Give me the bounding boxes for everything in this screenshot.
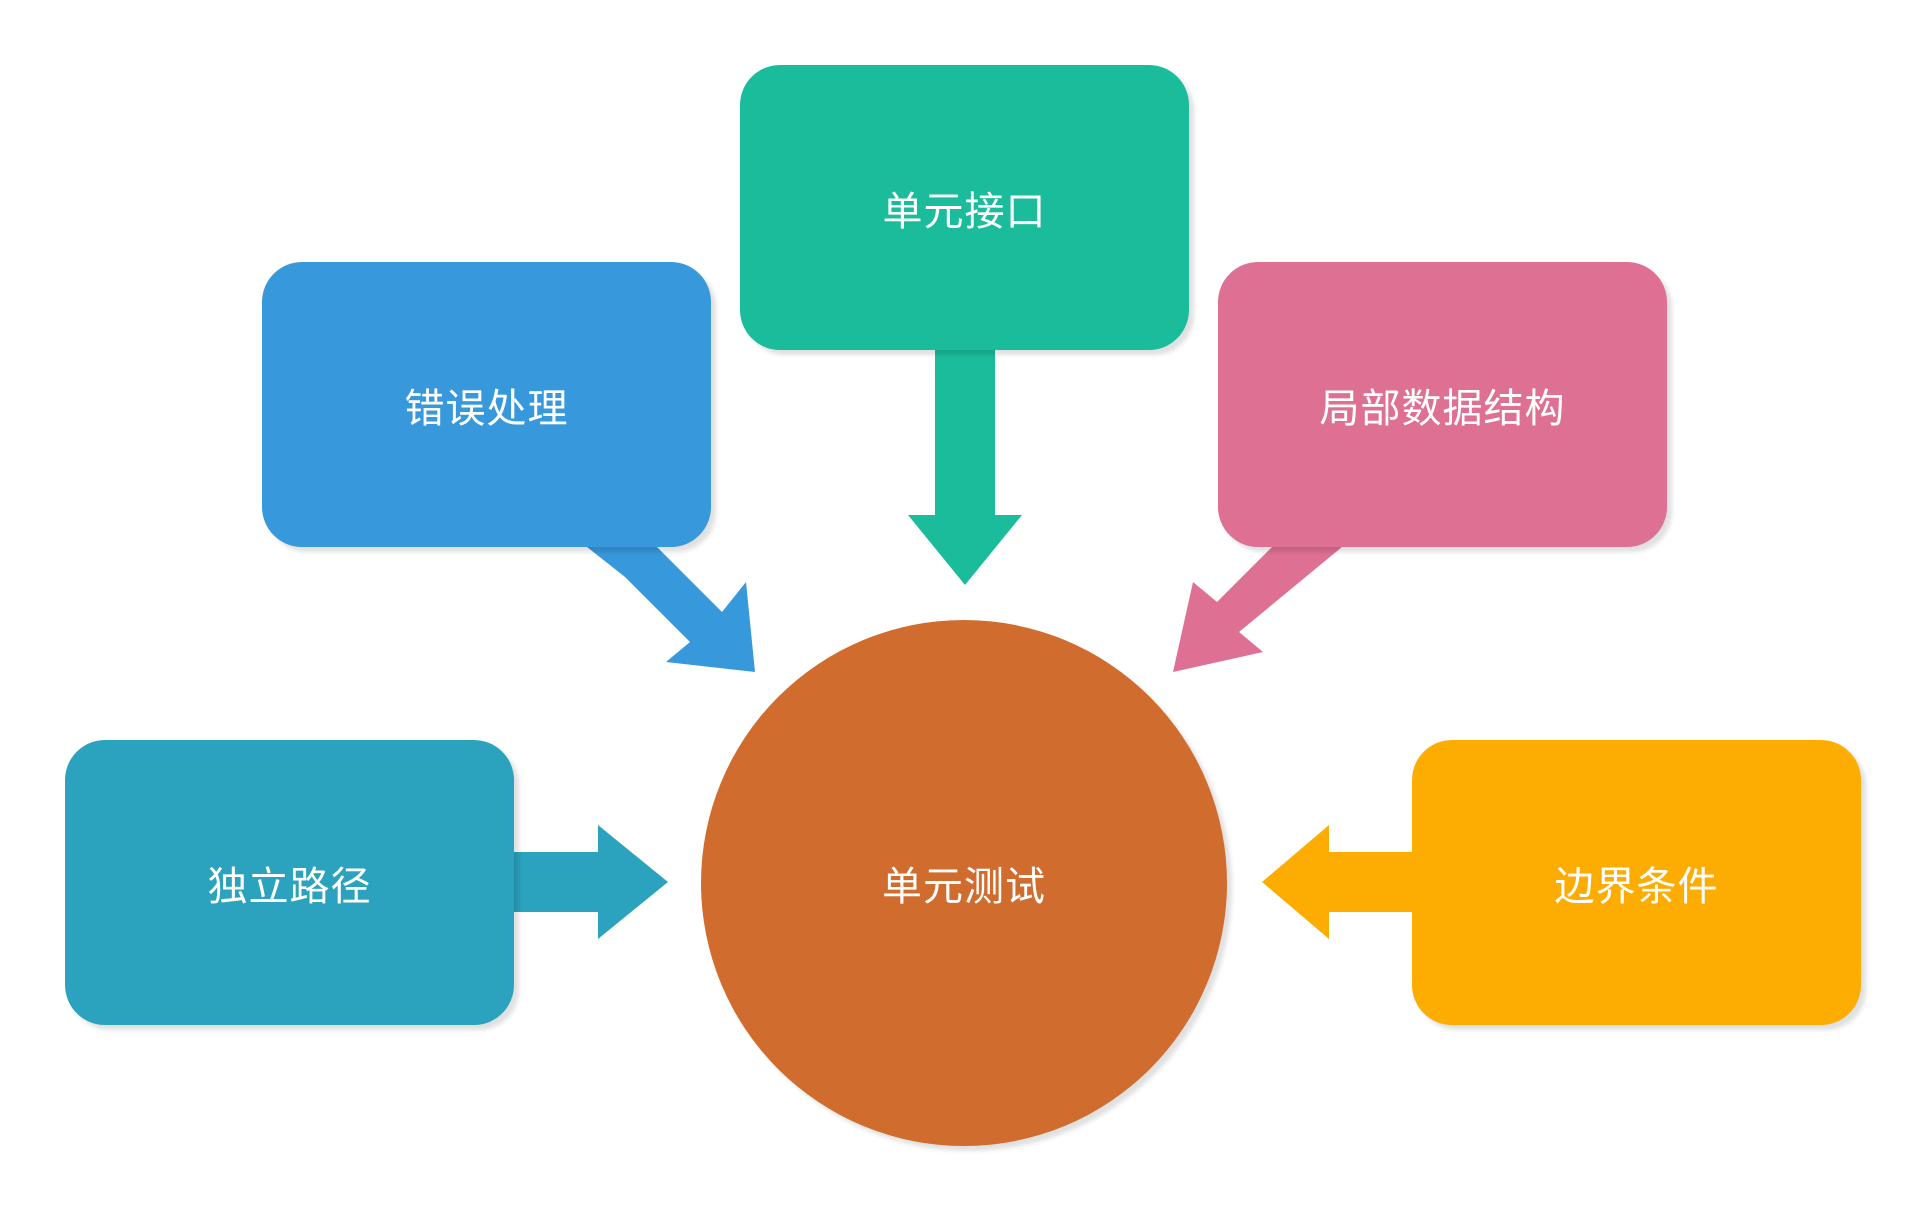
node-error-handling: 错误处理 xyxy=(262,262,711,547)
arrow-boundary-to-center xyxy=(1262,825,1412,939)
arrow-error-to-center xyxy=(587,547,755,672)
node-local-data-structure: 局部数据结构 xyxy=(1218,262,1667,547)
arrow-local-to-center xyxy=(1173,547,1342,672)
node-boundary-conditions: 边界条件 xyxy=(1412,740,1861,1025)
node-label: 独立路径 xyxy=(207,863,372,910)
node-label: 错误处理 xyxy=(404,385,569,432)
node-label: 局部数据结构 xyxy=(1319,385,1566,432)
arrow-interface-to-center xyxy=(908,350,1022,585)
node-label: 边界条件 xyxy=(1554,863,1719,910)
arrow-path-to-center xyxy=(514,825,668,939)
node-label: 单元接口 xyxy=(882,188,1047,235)
node-unit-testing-center: 单元测试 xyxy=(701,620,1227,1146)
center-label: 单元测试 xyxy=(882,864,1046,910)
node-independent-path: 独立路径 xyxy=(65,740,514,1025)
node-unit-interface: 单元接口 xyxy=(740,65,1189,350)
